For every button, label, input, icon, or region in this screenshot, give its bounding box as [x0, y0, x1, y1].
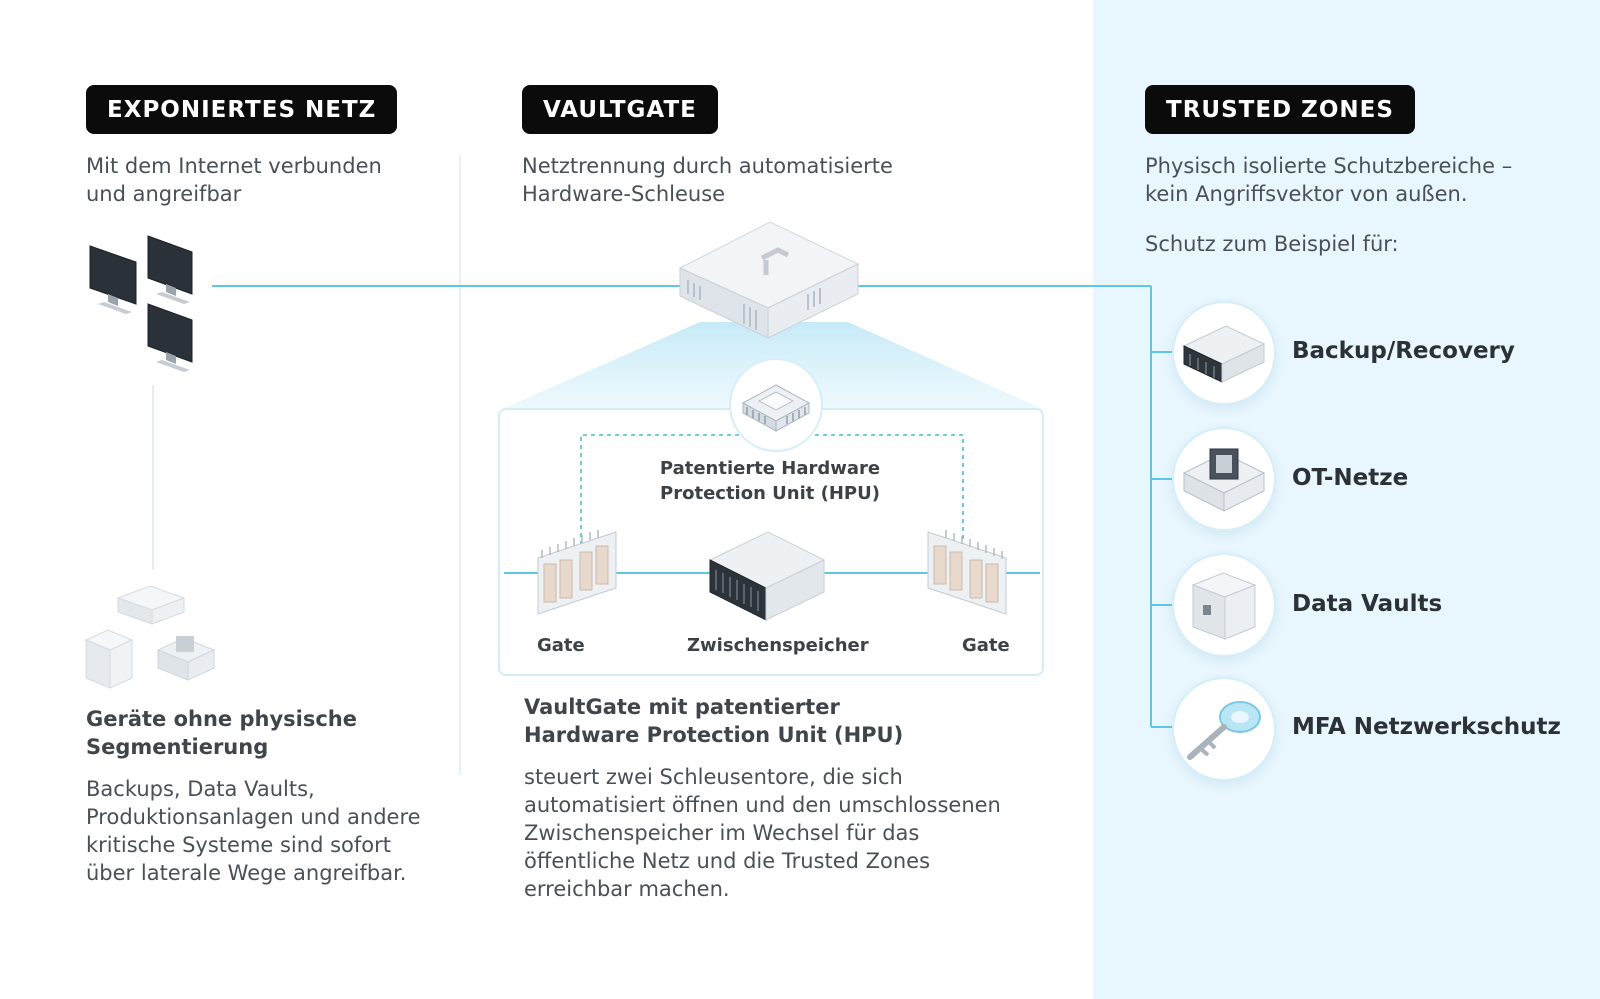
- gate-right-icon: [927, 530, 1007, 615]
- buffer-label: Zwischenspeicher: [687, 635, 869, 656]
- buffer-server-icon: [708, 531, 826, 621]
- exposed-network-description: Mit dem Internet verbunden und angreifba…: [86, 154, 382, 206]
- trusted-zones-description: Physisch isolierte Schutzbereiche – kein…: [1145, 154, 1513, 206]
- hpu-chip-icon: [741, 384, 811, 432]
- machine-icon: [156, 636, 216, 681]
- industrial-machine-icon: [1182, 448, 1266, 512]
- safe-icon: [84, 629, 134, 689]
- gate-left-label: Gate: [537, 635, 585, 656]
- unsegmented-devices-icon: [84, 585, 216, 689]
- vaultgate-body-text: steuert zwei Schleusentore, die sich aut…: [524, 765, 1001, 901]
- vaultgate-appliance-icon: [678, 221, 860, 339]
- trusted-zones-badge: TRUSTED ZONES: [1145, 85, 1415, 134]
- zone-mfa-label: MFA Netzwerkschutz: [1292, 714, 1561, 740]
- zone-vault-label: Data Vaults: [1292, 591, 1443, 617]
- zone-ot-circle: [1172, 427, 1276, 531]
- exposed-body-text: Backups, Data Vaults, Produktionsanlagen…: [86, 777, 421, 885]
- server-rack-icon: [1182, 325, 1266, 383]
- hpu-label: Patentierte Hardware Protection Unit (HP…: [659, 458, 881, 504]
- hpu-circle: [729, 358, 823, 452]
- monitors-icon: [89, 235, 193, 372]
- exposed-network-badge: EXPONIERTES NETZ: [86, 85, 398, 134]
- vaultgate-badge: VAULTGATE: [522, 85, 718, 134]
- exposed-heading: Geräte ohne physische Segmentierung: [86, 707, 357, 759]
- server-icon: [116, 585, 186, 625]
- gate-right-label: Gate: [962, 635, 1010, 656]
- zone-ot-label: OT-Netze: [1292, 465, 1409, 491]
- zone-mfa-circle: [1172, 677, 1276, 781]
- trusted-zones-example-label: Schutz zum Beispiel für:: [1145, 232, 1399, 256]
- zone-backup-circle: [1172, 301, 1276, 405]
- gate-left-icon: [537, 530, 617, 615]
- safe-icon: [1191, 572, 1257, 640]
- key-icon: [1187, 701, 1261, 760]
- zone-vault-circle: [1172, 553, 1276, 657]
- zone-backup-label: Backup/Recovery: [1292, 338, 1515, 364]
- vaultgate-description: Netztrennung durch automatisierte Hardwa…: [522, 154, 893, 206]
- vaultgate-heading: VaultGate mit patentierter Hardware Prot…: [524, 695, 904, 747]
